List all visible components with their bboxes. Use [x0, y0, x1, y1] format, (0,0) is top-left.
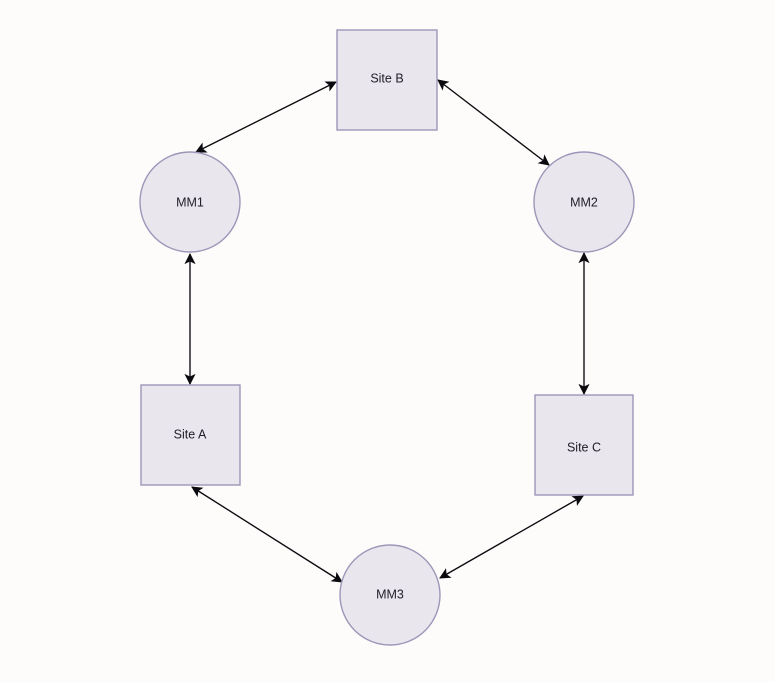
- edge-sitec-mm3[interactable]: [439, 495, 584, 579]
- mm3-shape[interactable]: [339, 544, 441, 646]
- node-mm3[interactable]: MM3: [339, 544, 441, 646]
- edge-mm3-sitea[interactable]: [191, 486, 343, 583]
- node-mm2[interactable]: MM2: [533, 151, 635, 253]
- site-a-shape[interactable]: [140, 384, 241, 486]
- site-c-shape[interactable]: [534, 394, 634, 496]
- edge-mm1-siteb[interactable]: [195, 81, 337, 153]
- node-site-c[interactable]: Site C: [534, 394, 634, 496]
- mm1-label: MM1: [176, 195, 204, 209]
- node-layer: Site B MM1 MM2 Site A Site C MM3: [139, 29, 635, 646]
- site-b-shape[interactable]: [336, 29, 438, 131]
- node-site-b[interactable]: Site B: [336, 29, 438, 131]
- site-a-label: Site A: [174, 427, 207, 441]
- mm2-shape[interactable]: [533, 151, 635, 253]
- edge-layer: [184, 79, 590, 583]
- node-mm1[interactable]: MM1: [139, 151, 241, 253]
- site-b-label: Site B: [370, 71, 403, 85]
- mm1-shape[interactable]: [139, 151, 241, 253]
- mm3-label: MM3: [376, 587, 404, 601]
- node-site-a[interactable]: Site A: [140, 384, 241, 486]
- mm2-label: MM2: [570, 195, 598, 209]
- edge-siteb-mm2[interactable]: [437, 79, 550, 166]
- site-c-label: Site C: [567, 440, 601, 454]
